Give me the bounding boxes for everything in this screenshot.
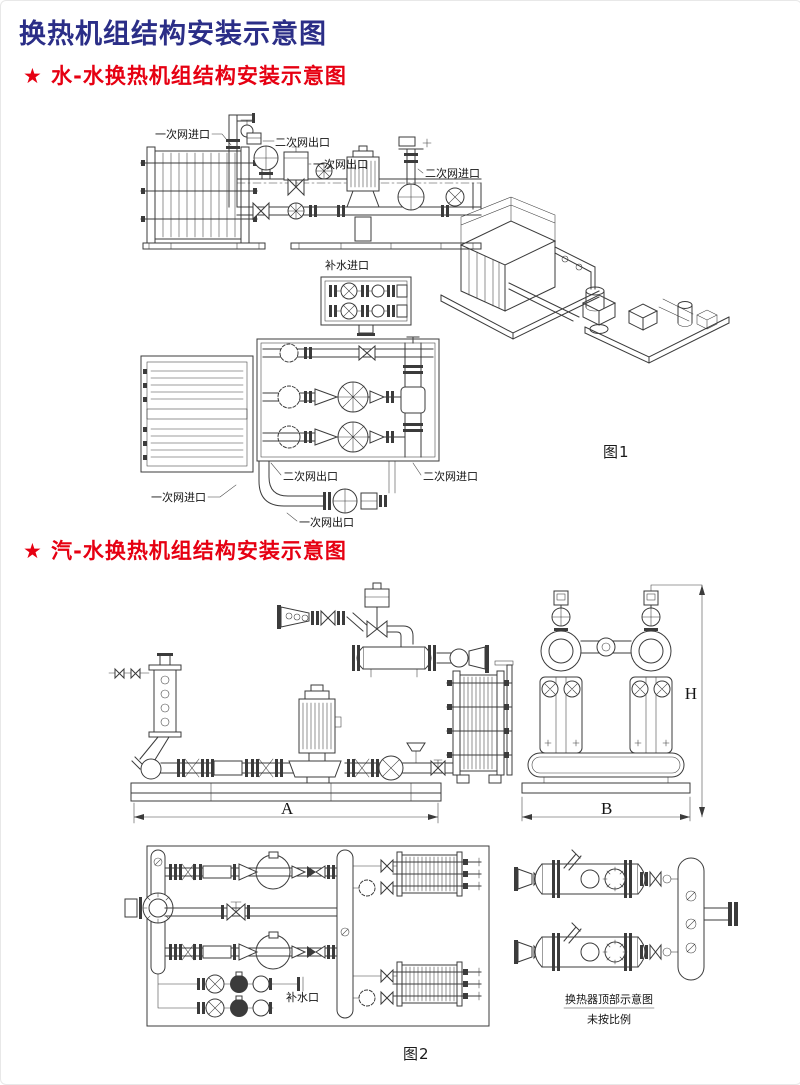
isometric-plate-heat-exchanger — [459, 196, 557, 312]
label-makeup-port: 补水口 — [286, 991, 319, 1004]
discharge-line — [344, 742, 454, 781]
makeup-water-pumps: 补水口 — [157, 971, 319, 1018]
circulation-pump — [346, 145, 380, 242]
pump-row-1 — [164, 851, 338, 890]
secondary-inlet-riser — [397, 136, 482, 211]
bypass-row — [164, 901, 338, 922]
skid-frame-plan — [256, 338, 440, 462]
fig2-plan-view-drawing: 补水口 — [124, 845, 490, 1027]
left-header — [124, 849, 174, 975]
fig1-side-elevation-drawing: 一次网进口 二次网出口 一次网出口 二次网进口 — [140, 113, 482, 250]
shell-tube-heat-exchanger — [352, 645, 489, 678]
isometric-skid-bases — [440, 290, 730, 364]
dimension-B-H: B H — [521, 584, 705, 822]
page-title: 换热机组结构安装示意图 — [19, 19, 327, 50]
top-view-scale-note: 未按比例 — [587, 1012, 631, 1026]
suction-line — [160, 758, 302, 778]
skid-outline — [146, 845, 490, 1027]
fig2-caption: 图2 — [403, 1045, 430, 1063]
section-heading-steam-water: ★ 汽-水换热机组结构安装示意图 — [23, 539, 347, 563]
dimension-B: B — [601, 799, 612, 818]
outlet-elbow-plan — [258, 460, 396, 514]
pump-lines-plan — [262, 343, 434, 453]
label-primary-inlet-plan: 一次网进口 — [151, 490, 206, 504]
plate-heat-exchanger-side — [446, 660, 514, 784]
plate-heat-exchanger — [140, 146, 258, 244]
fig2-front-elevation-drawing: B H — [521, 584, 705, 822]
exchanger-columns — [539, 676, 673, 754]
plate-pack-2 — [352, 961, 482, 1007]
fig2-exchanger-top-view-drawing: 换热器顶部示意图 未按比例 — [514, 849, 738, 1026]
pump-row-2 — [164, 931, 338, 970]
base-frame — [142, 242, 482, 250]
plate-pack-1 — [352, 851, 482, 897]
label-secondary-outlet: 二次网出口 — [275, 135, 330, 149]
label-secondary-inlet: 二次网进口 — [425, 166, 480, 180]
label-primary-outlet-plan: 一次网出口 — [299, 515, 354, 529]
bottom-drum-and-base — [521, 752, 691, 794]
label-secondary-inlet-plan: 二次网进口 — [423, 469, 478, 483]
plate-heat-exchanger-plan — [140, 355, 254, 473]
base-and-dimension-A: A — [130, 782, 442, 824]
label-makeup-inlet: 补水进口 — [325, 259, 369, 272]
top-view-note: 换热器顶部示意图 未按比例 — [563, 992, 655, 1026]
exchanger-top-1 — [514, 849, 679, 898]
label-secondary-outlet-plan: 二次网出口 — [283, 469, 338, 483]
label-primary-outlet: 一次网出口 — [313, 157, 368, 171]
exchanger-top-2 — [514, 922, 679, 971]
central-header — [336, 849, 354, 1019]
header-pipe-plan — [400, 336, 426, 458]
dimension-A: A — [281, 799, 294, 818]
dimension-H: H — [685, 684, 697, 703]
fig1-plan-view-drawing: 二次网出口 二次网进口 一次网进口 一次网出口 — [140, 336, 478, 529]
fig1-side-callouts: 一次网进口 二次网出口 一次网出口 二次网进口 — [155, 127, 480, 180]
label-primary-inlet: 一次网进口 — [155, 127, 210, 141]
pump-loops — [540, 590, 672, 672]
piping — [226, 113, 482, 221]
fig1-plan-callouts: 二次网出口 二次网进口 一次网进口 一次网出口 — [151, 462, 478, 529]
fig1-makeup-module-drawing: 补水进口 — [320, 259, 412, 336]
top-view-header — [677, 857, 738, 981]
fig1-caption: 图1 — [603, 443, 630, 461]
vertical-inline-pump — [288, 684, 342, 784]
strainer-column — [108, 653, 182, 780]
top-view-caption: 换热器顶部示意图 — [565, 992, 653, 1006]
fig1-isometric-drawing — [440, 196, 730, 364]
steam-inlet-line — [277, 582, 414, 647]
section-heading-water-water: ★ 水-水换热机组结构安装示意图 — [23, 64, 347, 88]
isometric-pumps — [581, 294, 659, 334]
fig2-side-elevation-drawing: A — [108, 582, 514, 824]
